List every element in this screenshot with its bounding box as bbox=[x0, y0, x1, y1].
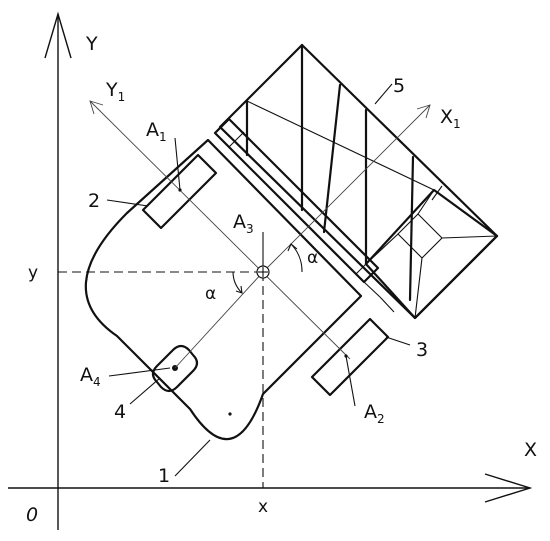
label-x1: X1 bbox=[440, 106, 461, 131]
wheel-2 bbox=[141, 153, 218, 230]
caster-wheel-housing bbox=[151, 344, 199, 393]
dot-a2 bbox=[344, 354, 348, 358]
gripper-outline bbox=[364, 188, 499, 320]
gripper-facet-4 bbox=[414, 257, 423, 319]
mount-divider-1 bbox=[228, 131, 245, 148]
part-label-5: 5 bbox=[393, 75, 405, 97]
label-a4: A4 bbox=[80, 364, 101, 389]
tool-inner-edge bbox=[246, 100, 435, 191]
wheel-3 bbox=[310, 317, 390, 397]
label-y1: Y1 bbox=[105, 79, 125, 104]
point-labels: Y1 X1 A1 A2 A3 A4 bbox=[80, 79, 461, 426]
part-label-4: 4 bbox=[114, 401, 126, 423]
y-axis-label: Y bbox=[85, 33, 98, 55]
label-a2: A2 bbox=[364, 401, 385, 426]
mount-divider-4 bbox=[379, 296, 395, 313]
gripper-facet-2 bbox=[417, 189, 435, 215]
gripper-facet-1 bbox=[365, 233, 399, 265]
x-axis-arrow bbox=[484, 473, 533, 503]
leader-2 bbox=[106, 199, 149, 207]
origin-label: 0 bbox=[26, 504, 38, 526]
angle-label-left: α bbox=[205, 284, 216, 304]
pivot-a3 bbox=[256, 265, 270, 279]
gripper-facet-5 bbox=[431, 185, 443, 201]
robot-body bbox=[84, 43, 499, 441]
chassis-outline bbox=[84, 138, 363, 441]
y-axis-arrow bbox=[44, 11, 72, 59]
leader-3 bbox=[385, 336, 411, 346]
tool-stripe-3 bbox=[322, 83, 342, 234]
leader-a2 bbox=[345, 355, 356, 407]
part-label-2: 2 bbox=[88, 190, 100, 212]
dot-1 bbox=[228, 412, 232, 416]
leader-a4 bbox=[108, 367, 171, 377]
part-label-1: 1 bbox=[158, 465, 170, 487]
label-a1: A1 bbox=[146, 119, 167, 144]
angle-arc-left-arrow bbox=[235, 285, 243, 294]
tool-stripe-5 bbox=[408, 155, 415, 302]
label-a3: A3 bbox=[233, 211, 254, 236]
x-tick-label: x bbox=[258, 497, 268, 517]
angle-arc-left bbox=[232, 271, 243, 294]
y-tick-label: y bbox=[28, 263, 38, 283]
angle-arc-right-arrow bbox=[287, 243, 298, 252]
y1-axis bbox=[89, 100, 351, 360]
x1-axis-arrow bbox=[416, 104, 431, 119]
leader-4 bbox=[129, 377, 161, 405]
axle-line bbox=[174, 271, 264, 369]
part-label-3: 3 bbox=[416, 339, 428, 361]
leader-1 bbox=[174, 439, 211, 477]
mount-divider-3 bbox=[363, 281, 381, 298]
leader-lines bbox=[106, 83, 411, 477]
x-axis-label: X bbox=[524, 439, 537, 461]
angle-label-right: α bbox=[307, 248, 318, 268]
x1-axis bbox=[262, 104, 431, 273]
projection-lines: y x bbox=[28, 263, 268, 517]
dot-a1 bbox=[178, 188, 182, 192]
leader-a1 bbox=[174, 137, 181, 191]
gripper-facet-3 bbox=[441, 235, 498, 239]
part-labels: 1 2 3 4 5 bbox=[88, 75, 428, 487]
y1-axis-arrow bbox=[89, 100, 104, 115]
leader-5 bbox=[374, 83, 393, 105]
angle-markers: α α bbox=[205, 243, 318, 304]
